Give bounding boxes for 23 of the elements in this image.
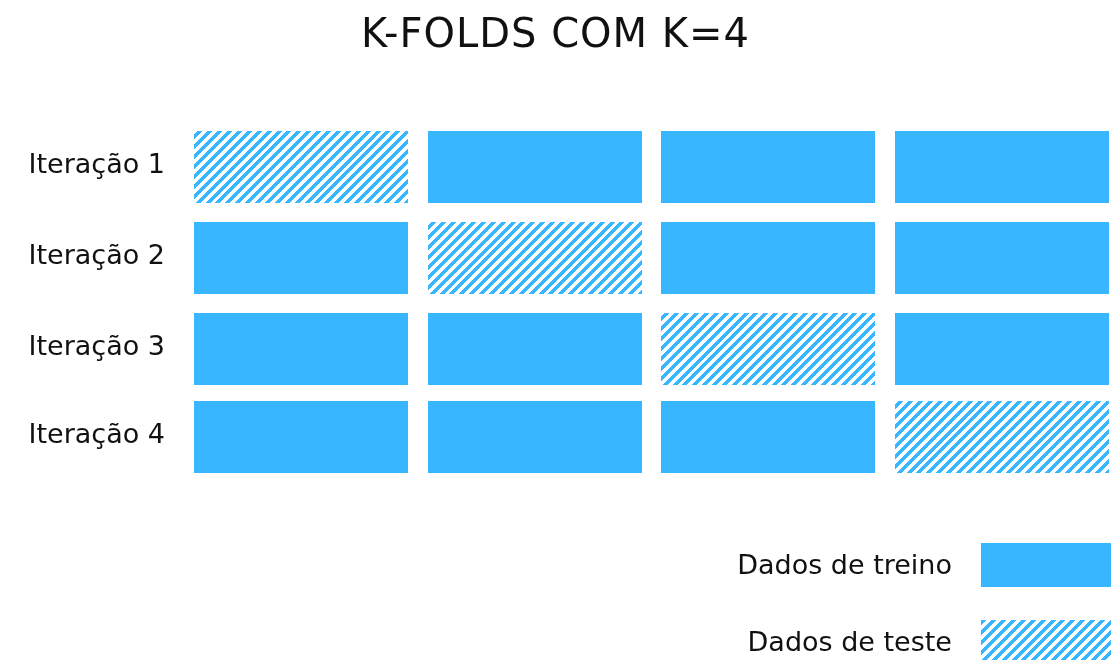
legend-label: Dados de teste [747, 626, 952, 657]
row-label: Iteração 1 [28, 148, 165, 179]
row-label: Iteração 4 [28, 418, 165, 449]
row-label: Iteração 2 [28, 239, 165, 270]
test-fold-block [895, 401, 1109, 473]
test-fold-block [661, 313, 875, 385]
legend-label: Dados de treino [737, 549, 952, 580]
training-fold-block [194, 222, 408, 294]
training-fold-block [895, 313, 1109, 385]
training-fold-block [194, 313, 408, 385]
training-fold-block [194, 401, 408, 473]
title: K-FOLDS COM K=4 [360, 10, 751, 56]
training-fold-block [428, 131, 642, 203]
training-fold-block [661, 222, 875, 294]
training-fold-block [895, 222, 1109, 294]
training-fold-block [428, 313, 642, 385]
training-fold-block [895, 131, 1109, 203]
training-fold-block [428, 401, 642, 473]
test-fold-block [428, 222, 642, 294]
training-fold-block [661, 131, 875, 203]
row-label: Iteração 3 [28, 330, 165, 361]
training-fold-block [661, 401, 875, 473]
test-fold-block [194, 131, 408, 203]
